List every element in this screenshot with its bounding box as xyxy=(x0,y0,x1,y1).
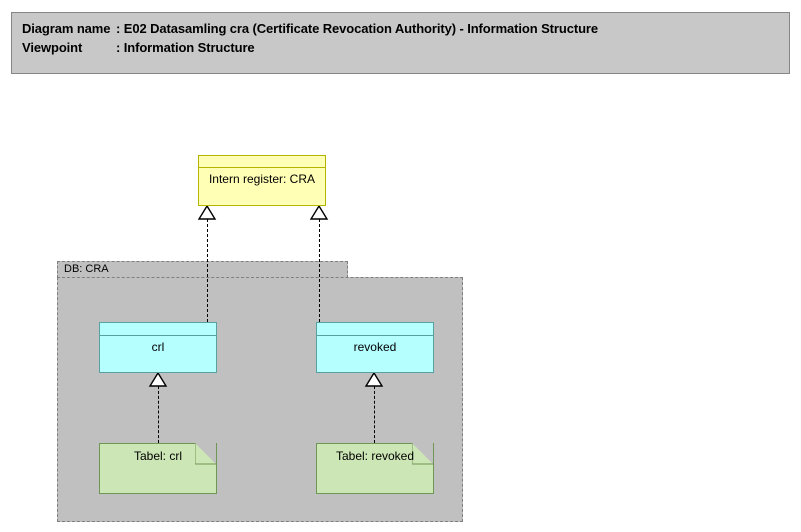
arrowhead-revoked-realization xyxy=(309,204,329,220)
node-intern-register-label: Intern register: CRA xyxy=(208,172,316,186)
node-intern-register-header-band xyxy=(199,156,325,168)
node-tabel-crl-fold-icon xyxy=(195,443,216,465)
node-tabel-crl[interactable]: Tabel: crl xyxy=(99,443,217,494)
diagram-name-label: Diagram name xyxy=(22,21,111,36)
node-revoked-label: revoked xyxy=(353,340,397,354)
node-revoked-header-band xyxy=(317,323,433,336)
node-revoked[interactable]: revoked xyxy=(316,322,434,373)
diagram-title-block: Diagram name: E02 Datasamling cra (Certi… xyxy=(11,12,790,74)
viewpoint-label: Viewpoint xyxy=(22,40,83,55)
node-crl[interactable]: crl xyxy=(99,322,217,373)
node-revoked-body: revoked xyxy=(317,336,433,355)
viewpoint-value: Information Structure xyxy=(123,40,255,55)
viewpoint-separator: : xyxy=(116,40,124,55)
connector-crl-to-intern-register xyxy=(207,219,208,322)
node-crl-body: crl xyxy=(100,336,216,355)
node-tabel-revoked-label: Tabel: revoked xyxy=(335,449,415,463)
arrowhead-crl-realization xyxy=(197,204,217,220)
node-crl-header-band xyxy=(100,323,216,336)
grouping-db-cra-label: DB: CRA xyxy=(64,263,109,275)
viewpoint-line: Viewpoint: Information Structure xyxy=(22,38,789,57)
grouping-db-cra-tab[interactable]: DB: CRA xyxy=(57,261,348,278)
connector-tabel-crl-to-crl xyxy=(158,386,159,443)
node-tabel-crl-label: Tabel: crl xyxy=(133,449,183,463)
node-crl-label: crl xyxy=(151,340,165,354)
node-tabel-crl-body: Tabel: crl xyxy=(100,444,216,464)
diagram-name-separator: : xyxy=(116,21,124,36)
diagram-name-line: Diagram name: E02 Datasamling cra (Certi… xyxy=(22,19,789,38)
connector-tabel-revoked-to-revoked xyxy=(374,386,375,443)
node-intern-register-cra[interactable]: Intern register: CRA xyxy=(198,155,326,206)
node-intern-register-body: Intern register: CRA xyxy=(199,168,325,187)
connector-revoked-to-intern-register xyxy=(319,219,320,322)
node-tabel-revoked-body: Tabel: revoked xyxy=(317,444,433,464)
diagram-name-value: E02 Datasamling cra (Certificate Revocat… xyxy=(123,21,599,36)
node-tabel-revoked[interactable]: Tabel: revoked xyxy=(316,443,434,494)
node-tabel-revoked-fold-icon xyxy=(412,443,433,465)
